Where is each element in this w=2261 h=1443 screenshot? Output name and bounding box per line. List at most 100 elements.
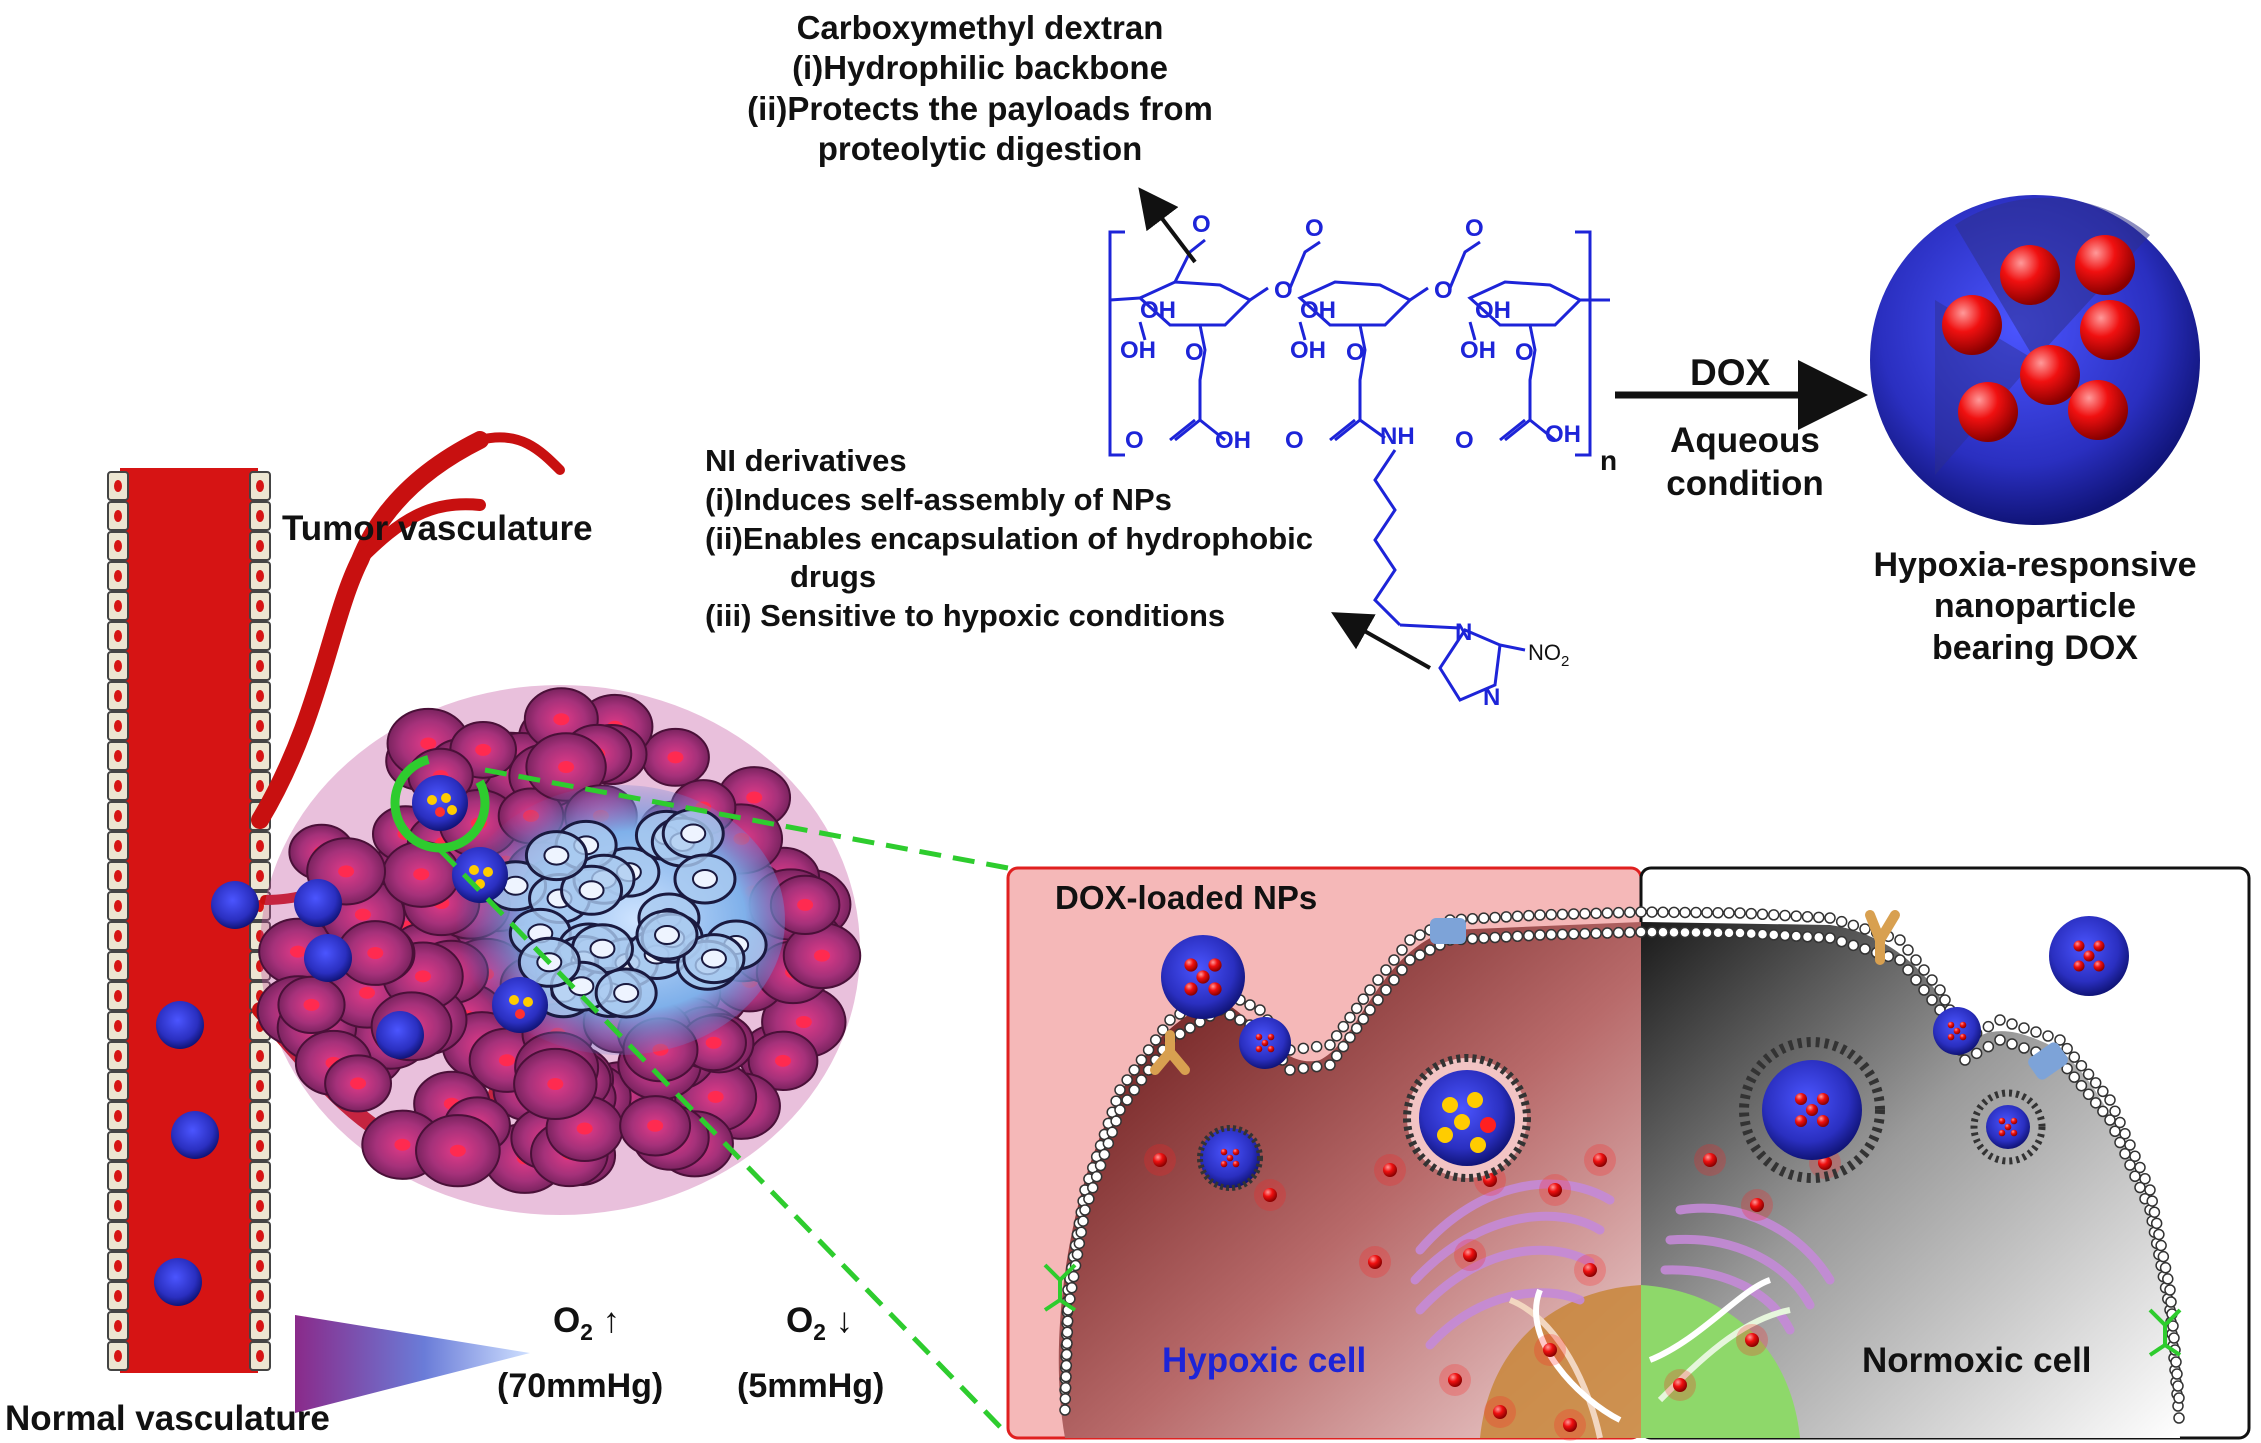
- free-dox: [1448, 1373, 1462, 1387]
- free-dox: [1263, 1188, 1277, 1202]
- np-dox-payload: [2010, 1129, 2018, 1137]
- membrane-lipid: [1534, 909, 1546, 921]
- membrane-lipid: [1601, 907, 1614, 919]
- membrane-lipid: [1094, 1159, 1107, 1172]
- membrane-lipid: [1060, 1359, 1073, 1372]
- membrane-lipid: [1079, 1204, 1091, 1216]
- membrane-lipid: [1926, 994, 1938, 1006]
- np-dox-payload: [1267, 1045, 1275, 1053]
- membrane-lipid: [1157, 1024, 1169, 1036]
- membrane-lipid: [2172, 1380, 2184, 1392]
- membrane-lipid: [1701, 906, 1713, 919]
- membrane-lipid: [2082, 1068, 2095, 1081]
- np-dox-payload: [1226, 1154, 1234, 1162]
- membrane-lipid: [1102, 1137, 1115, 1150]
- endothelial-nucleus: [114, 720, 122, 732]
- endothelial-nucleus: [114, 1170, 122, 1182]
- endothelial-nucleus: [256, 1320, 264, 1332]
- atom-nh: NH: [1380, 423, 1415, 450]
- normoxic-cell-label: Normoxic cell: [1862, 1341, 2092, 1380]
- membrane-lipid: [2097, 1105, 2109, 1118]
- membrane-lipid: [1128, 1084, 1141, 1096]
- membrane-lipid: [2097, 1085, 2109, 1098]
- membrane-lipid: [1372, 974, 1384, 986]
- membrane-lipid: [1297, 1042, 1310, 1055]
- membrane-lipid: [1768, 909, 1780, 921]
- hypoxic-cell-label: Hypoxic cell: [1162, 1341, 1367, 1380]
- membrane-lipid: [1234, 1014, 1246, 1026]
- np-dox-payload: [2073, 940, 2085, 952]
- membrane-lipid: [1511, 910, 1524, 922]
- membrane-lipid: [1372, 994, 1384, 1006]
- o2-low-label: O2 ↓: [786, 1301, 854, 1345]
- membrane-lipid: [1994, 1034, 2006, 1046]
- membrane-lipid: [1970, 1047, 1983, 1060]
- np-dox-payload: [1794, 1092, 1808, 1106]
- hypoxic-cell-nucleus: [578, 880, 605, 901]
- atom-o: O: [1125, 427, 1144, 454]
- membrane-lipid: [1114, 1084, 1126, 1096]
- hypoxic-cell-nucleus: [700, 948, 727, 969]
- membrane-lipid: [1380, 984, 1392, 996]
- membrane-lipid: [1894, 934, 1906, 946]
- membrane-lipid: [1350, 1022, 1363, 1035]
- dox-ball: [2075, 235, 2135, 295]
- membrane-lipid: [1523, 929, 1535, 942]
- membrane-lipid: [1894, 954, 1906, 966]
- endothelial-nucleus: [114, 870, 122, 882]
- membrane-lipid: [1690, 926, 1702, 939]
- membrane-lipid: [1734, 907, 1746, 919]
- membrane-lipid: [1779, 909, 1791, 922]
- atom-oh: OH: [1545, 421, 1581, 448]
- membrane-lipid: [1489, 931, 1501, 944]
- arrow-to-ni-label: [1331, 612, 1431, 670]
- membrane-lipid: [2082, 1088, 2095, 1101]
- membrane-lipid: [1624, 906, 1636, 919]
- np-dox-payload: [1208, 958, 1222, 972]
- nanoparticle-label: Hypoxia-responsive nanoparticle bearing …: [1870, 545, 2200, 669]
- tumor-cell-nucleus: [414, 970, 431, 983]
- membrane-lipid: [2167, 1320, 2179, 1332]
- membrane-lipid: [1350, 1002, 1363, 1015]
- endothelial-nucleus: [256, 630, 264, 642]
- endothelial-nucleus: [256, 780, 264, 792]
- transporter: [1430, 918, 1466, 944]
- endothelial-nucleus: [256, 750, 264, 762]
- released-payload: [1442, 1097, 1458, 1113]
- membrane-lipid: [1067, 1270, 1080, 1283]
- hypoxic-cell-nucleus: [543, 845, 570, 866]
- membrane-lipid: [1847, 939, 1860, 952]
- np-dox-payload: [1196, 970, 1210, 984]
- np-dox-payload: [1947, 1033, 1955, 1041]
- free-dox: [1673, 1378, 1687, 1392]
- endothelial-nucleus: [114, 960, 122, 972]
- membrane-lipid: [1404, 934, 1416, 946]
- endothelial-nucleus: [256, 600, 264, 612]
- zoom-line-top: [484, 767, 1009, 871]
- membrane-lipid: [1712, 907, 1724, 919]
- membrane-lipid: [2114, 1116, 2126, 1129]
- membrane-lipid: [1500, 911, 1512, 923]
- membrane-lipid: [2054, 1034, 2066, 1046]
- dextran-point-3: proteolytic digestion: [817, 129, 1143, 167]
- membrane-lipid: [1310, 1040, 1323, 1053]
- endothelial-nucleus: [114, 540, 122, 552]
- membrane-lipid: [2061, 1062, 2073, 1075]
- endothelial-nucleus: [114, 690, 122, 702]
- np-dox-payload: [1959, 1033, 1967, 1041]
- membrane-lipid: [1330, 1030, 1343, 1042]
- atom-oh: OH: [1300, 297, 1336, 324]
- membrane-lipid: [1959, 1054, 1971, 1066]
- membrane-lipid: [2061, 1042, 2073, 1055]
- free-dox: [1750, 1198, 1764, 1212]
- hypoxic-cell-nucleus: [613, 982, 640, 1003]
- membrane-lipid: [1424, 944, 1436, 956]
- tumor-cell-nucleus: [350, 1077, 367, 1090]
- free-dox: [1153, 1153, 1167, 1167]
- nanoparticle-line-1: Hypoxia-responsive: [1873, 546, 2197, 584]
- membrane-lipid: [1064, 1293, 1076, 1305]
- membrane-lipid: [1061, 1337, 1073, 1350]
- membrane-lipid: [1297, 1062, 1310, 1075]
- ni-title: NI derivatives: [705, 443, 907, 478]
